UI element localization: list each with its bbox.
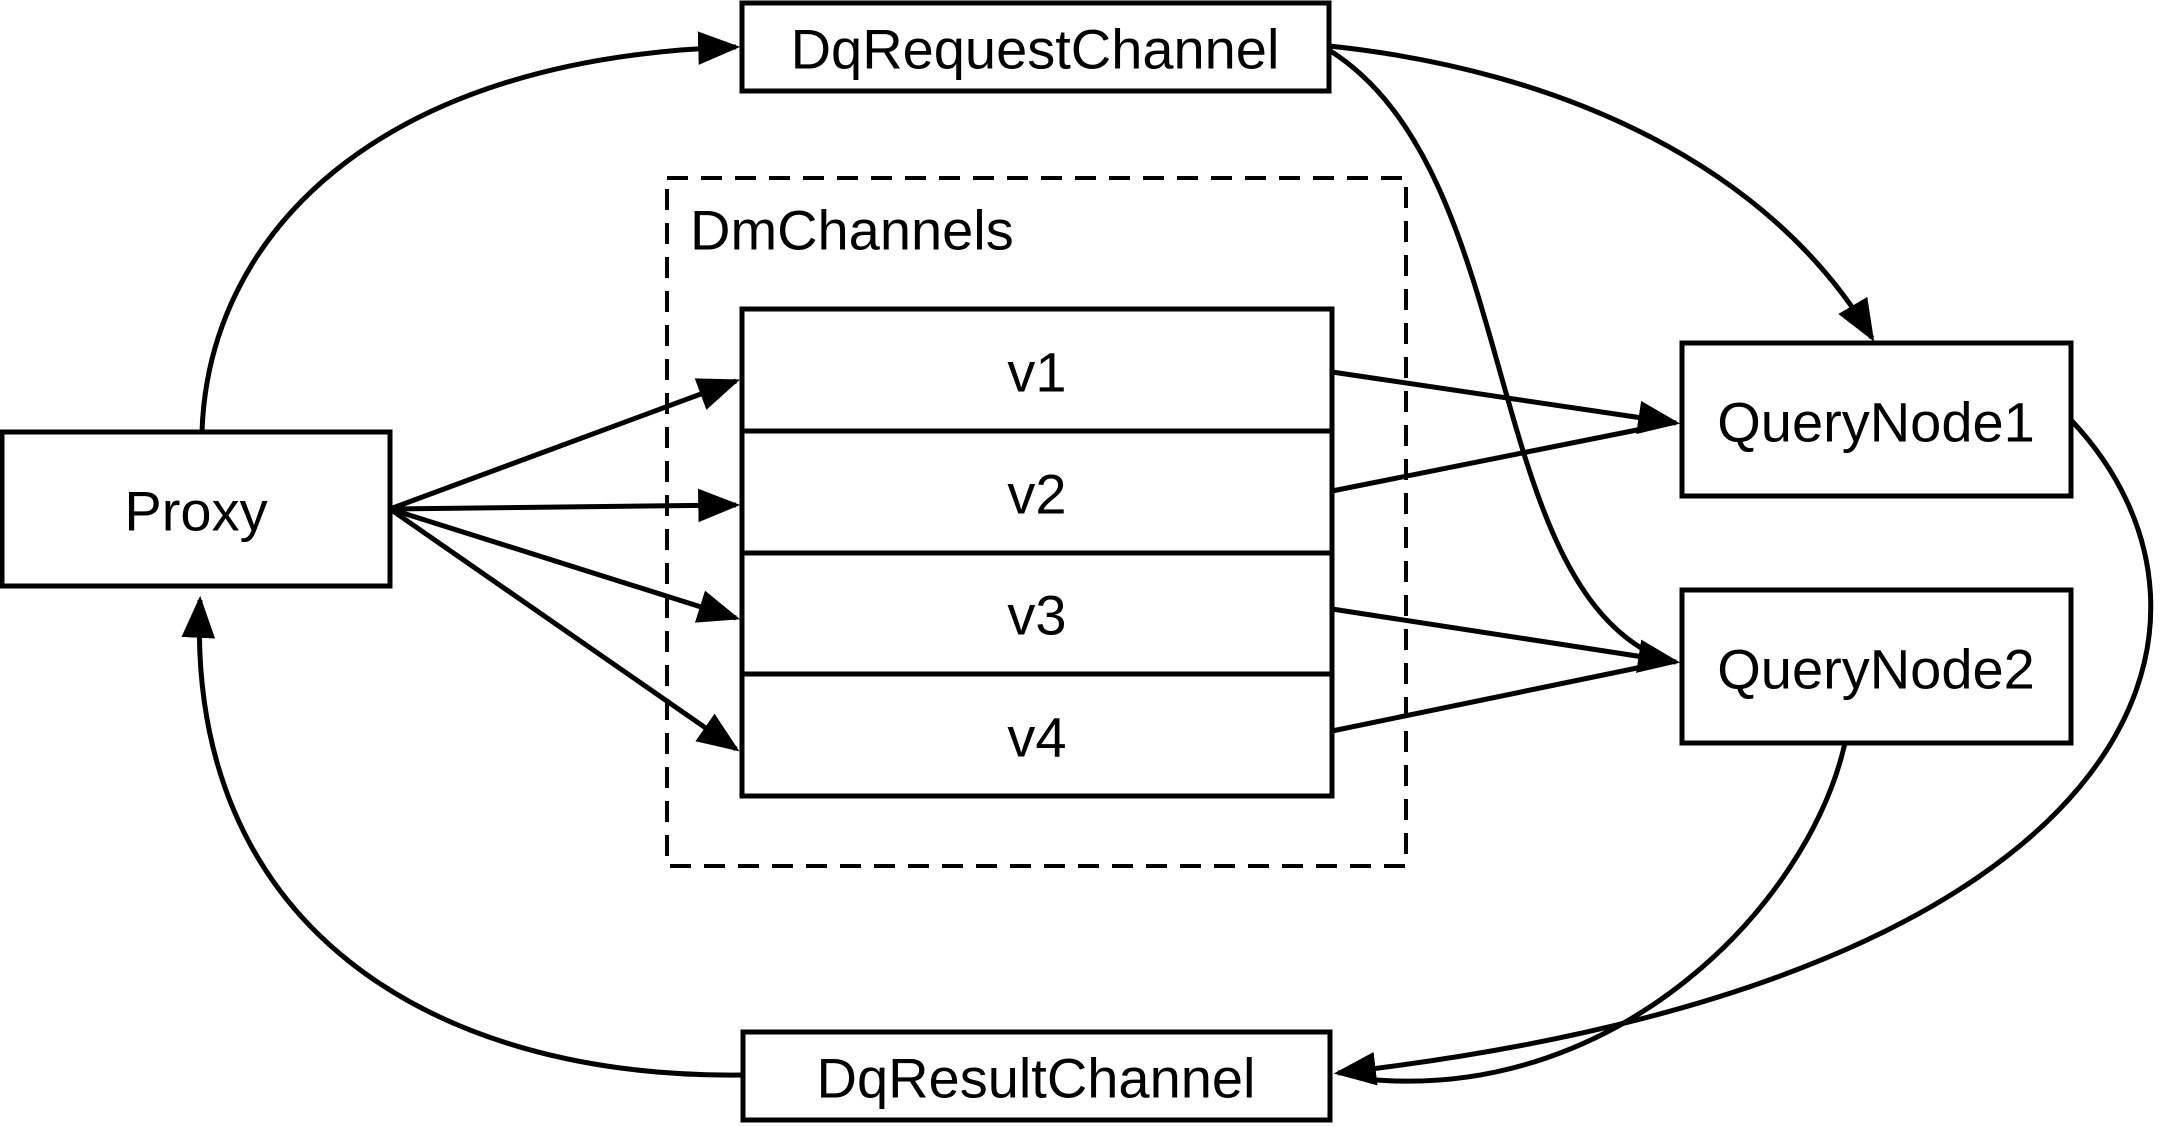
- arrow-proxy-to-v3: [389, 506, 741, 623]
- arrow-v3-to-querynode2: [1331, 606, 1681, 673]
- channel-row-v1-label: v1: [1007, 341, 1066, 404]
- arrow-v1-to-querynode1: [1331, 369, 1681, 435]
- arrow-proxy-to-v2: [389, 488, 741, 523]
- arrow-querynode1-to-dqresultchannel: [1333, 418, 2154, 1086]
- dqresultchannel-label: DqResultChannel: [817, 1047, 1256, 1110]
- arrow-v4-to-querynode2: [1331, 664, 1643, 734]
- channel-row-v4-label: v4: [1007, 706, 1066, 769]
- querynode1-node: [1679, 340, 2074, 499]
- arrow-proxy-to-dqrequestchannel: [199, 31, 741, 433]
- querynode1-label: QueryNode1: [1717, 391, 2035, 454]
- arrow-querynode2-to-dqresultchannel: [1375, 742, 1848, 1084]
- channel-row-v3-label: v3: [1007, 584, 1066, 647]
- dqrequestchannel-node: [739, 0, 1332, 94]
- querynode2-label: QueryNode2: [1717, 638, 2035, 701]
- dqresultchannel-node: [740, 1029, 1333, 1123]
- arrow-dqrequestchannel-to-querynode2: [1327, 47, 1650, 655]
- dmchannels-group-label: DmChannels: [690, 199, 1014, 262]
- arrow-dqresultchannel-to-proxy: [181, 595, 744, 1078]
- arrow-v2-to-querynode1: [1331, 426, 1643, 494]
- arrow-proxy-to-v4: [388, 506, 740, 752]
- dqrequestchannel-label: DqRequestChannel: [791, 18, 1280, 81]
- arrow-proxy-to-v1: [389, 378, 740, 512]
- querynode2-node: [1679, 587, 2074, 746]
- arrow-dqrequestchannel-to-querynode1: [1328, 43, 1875, 342]
- channel-row-v2-label: v2: [1007, 463, 1066, 526]
- proxy-label: Proxy: [124, 480, 267, 543]
- proxy-node: [0, 429, 393, 589]
